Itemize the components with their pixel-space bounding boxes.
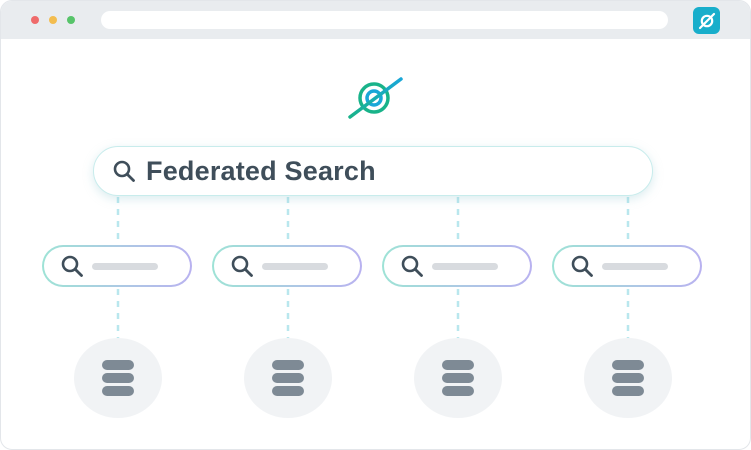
minimize-window-button[interactable]	[49, 16, 57, 24]
close-window-button[interactable]	[31, 16, 39, 24]
maximize-window-button[interactable]	[67, 16, 75, 24]
database-node-4	[584, 338, 672, 418]
search-icon	[61, 255, 83, 277]
database-icon	[102, 360, 134, 396]
placeholder-bar	[602, 262, 668, 270]
source-search-field-2[interactable]	[212, 245, 362, 287]
placeholder-bar	[262, 262, 328, 270]
federated-search-input[interactable]: Federated Search	[93, 146, 653, 196]
search-icon	[113, 160, 135, 182]
logo-icon	[348, 77, 403, 119]
source-search-field-3[interactable]	[382, 245, 532, 287]
database-node-3	[414, 338, 502, 418]
search-icon	[401, 255, 423, 277]
database-node-1	[74, 338, 162, 418]
database-icon	[272, 360, 304, 396]
address-bar[interactable]	[101, 11, 668, 29]
search-icon	[571, 255, 593, 277]
database-icon	[442, 360, 474, 396]
source-search-field-4[interactable]	[552, 245, 702, 287]
database-icon	[612, 360, 644, 396]
placeholder-bar	[432, 262, 498, 270]
extension-button[interactable]	[693, 7, 720, 34]
database-node-2	[244, 338, 332, 418]
source-search-field-1[interactable]	[42, 245, 192, 287]
logo-icon	[698, 12, 715, 29]
search-title: Federated Search	[146, 155, 376, 186]
placeholder-bar	[92, 262, 158, 270]
search-icon	[231, 255, 253, 277]
title-bar	[1, 1, 750, 39]
